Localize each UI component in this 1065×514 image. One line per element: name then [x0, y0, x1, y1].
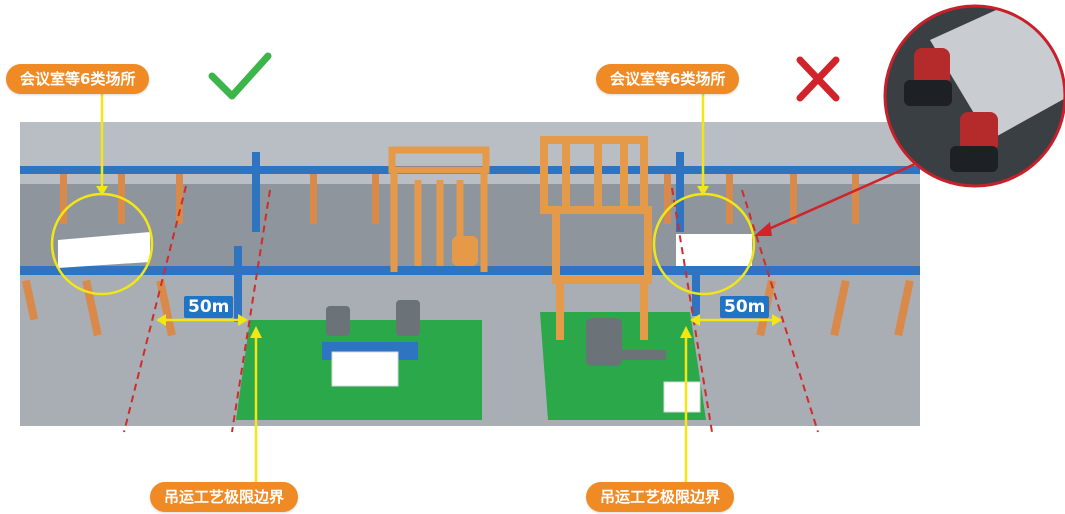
right-distance-arrow-start	[690, 314, 700, 326]
left-distance-label: 50m	[184, 296, 234, 318]
leader-lines	[100, 92, 705, 488]
right-distance-label: 50m	[720, 296, 770, 318]
left-bottom-label: 吊运工艺极限边界	[150, 482, 299, 512]
machinery	[322, 300, 701, 413]
right-crane	[540, 136, 652, 340]
right-top-arrowhead	[697, 186, 709, 196]
zoom-pointer-arrowhead	[754, 222, 772, 236]
right-top-label: 会议室等6类场所	[596, 64, 740, 94]
right-meeting-room-box	[676, 234, 752, 266]
left-distance-arrow-start	[156, 314, 166, 326]
right-bottom-label: 吊运工艺极限边界	[586, 482, 735, 512]
front-crane-rail	[20, 266, 920, 275]
zoom-pointer-line	[761, 162, 916, 234]
left-bottom-arrowhead	[250, 326, 262, 338]
boundary-lines	[123, 185, 819, 433]
cross-icon	[796, 56, 840, 102]
left-hoist	[452, 236, 478, 266]
right-distance-arrow-end	[772, 314, 782, 326]
left-top-label: 会议室等6类场所	[6, 64, 150, 94]
front-columns	[21, 279, 914, 337]
left-top-arrowhead	[96, 186, 108, 196]
check-icon	[208, 52, 272, 100]
left-distance-arrow-end	[238, 314, 248, 326]
blue-posts	[234, 152, 700, 322]
right-bottom-arrowhead	[680, 326, 692, 338]
left-meeting-room-box	[58, 232, 150, 268]
